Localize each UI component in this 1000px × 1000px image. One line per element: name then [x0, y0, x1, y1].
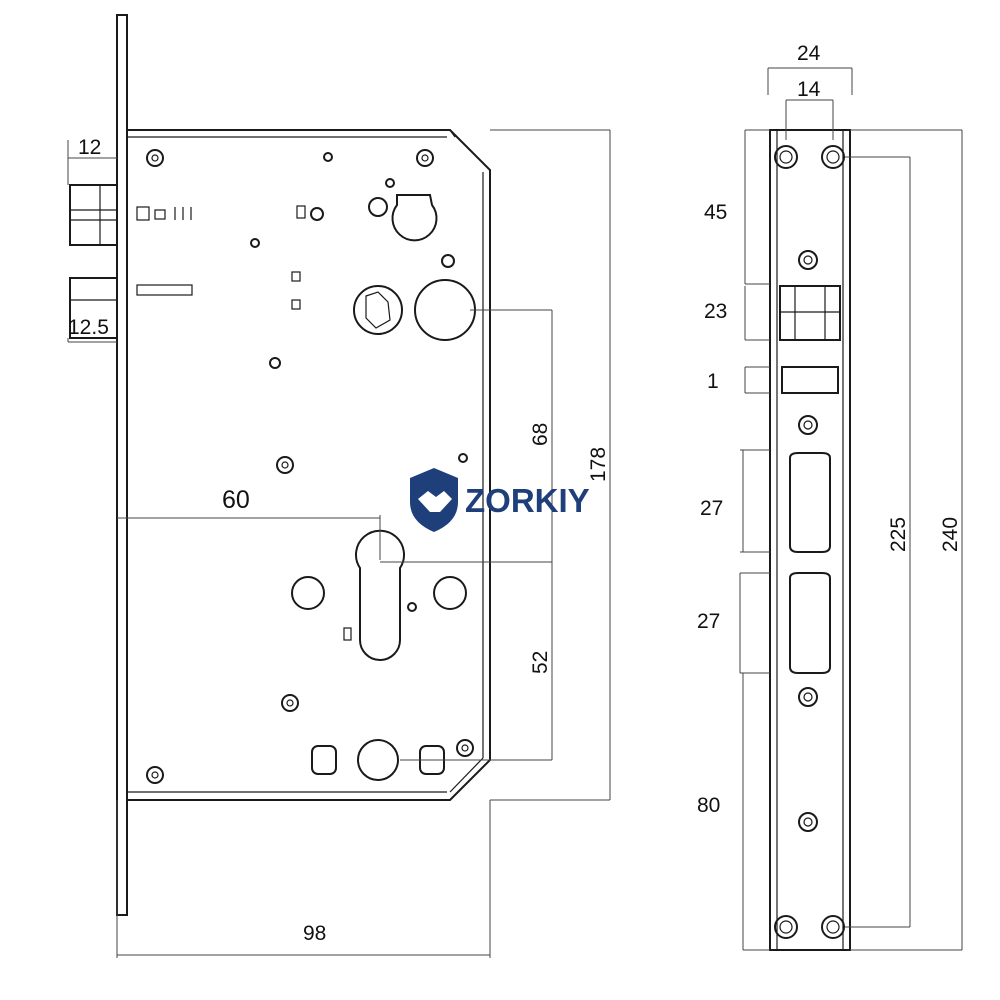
forend-strip	[116, 14, 128, 916]
handle-follower	[353, 285, 403, 335]
dim-bolt-upper: 27	[700, 497, 723, 520]
brand-logo: ZORKIY	[410, 468, 590, 532]
auxiliary-latch-opening	[781, 366, 839, 394]
dim-hole-spacing: 14	[797, 78, 821, 101]
case-features	[136, 149, 476, 784]
faceplate-outline	[769, 129, 851, 951]
dim-cylinder-to-bottom: 52	[529, 651, 552, 674]
dim-backset: 60	[222, 486, 250, 514]
dim-gap: 1	[707, 370, 719, 393]
dim-plate-width: 24	[797, 42, 821, 65]
latch-opening	[779, 285, 841, 341]
dim-plate-length: 240	[939, 517, 962, 552]
euro-cylinder-cutout	[355, 529, 405, 661]
dim-bolt-lower: 27	[697, 610, 720, 633]
dim-top-to-latch: 45	[704, 201, 727, 224]
lock-body-view: 12 12.5 60 68 52 178 98	[67, 14, 611, 958]
dead-bolt-spindle-hole	[357, 739, 399, 781]
dim-latch-height: 12	[78, 136, 101, 159]
dim-deadbolt-height: 12.5	[68, 316, 109, 339]
dim-body-width: 98	[303, 922, 326, 945]
lock-case-outline	[127, 129, 491, 801]
dim-bottom-section: 80	[697, 794, 720, 817]
faceplate-dimensions	[739, 67, 963, 951]
bolt-opening-upper	[789, 452, 831, 553]
latch-bolt	[69, 184, 118, 246]
dead-bolt	[69, 277, 118, 339]
dim-latch-height-face: 23	[704, 300, 727, 323]
brand-name: ZORKIY	[465, 482, 590, 519]
dim-screw-spacing: 225	[887, 517, 910, 552]
bolt-opening-lower	[789, 572, 831, 674]
lock-body-dimensions	[67, 129, 611, 958]
dim-handle-to-cylinder: 68	[529, 423, 552, 446]
faceplate-view: 24 14 45 23 1 27 27 80 225 240	[697, 42, 963, 951]
dim-body-height: 178	[587, 447, 610, 482]
handle-spindle-hole	[414, 279, 476, 341]
